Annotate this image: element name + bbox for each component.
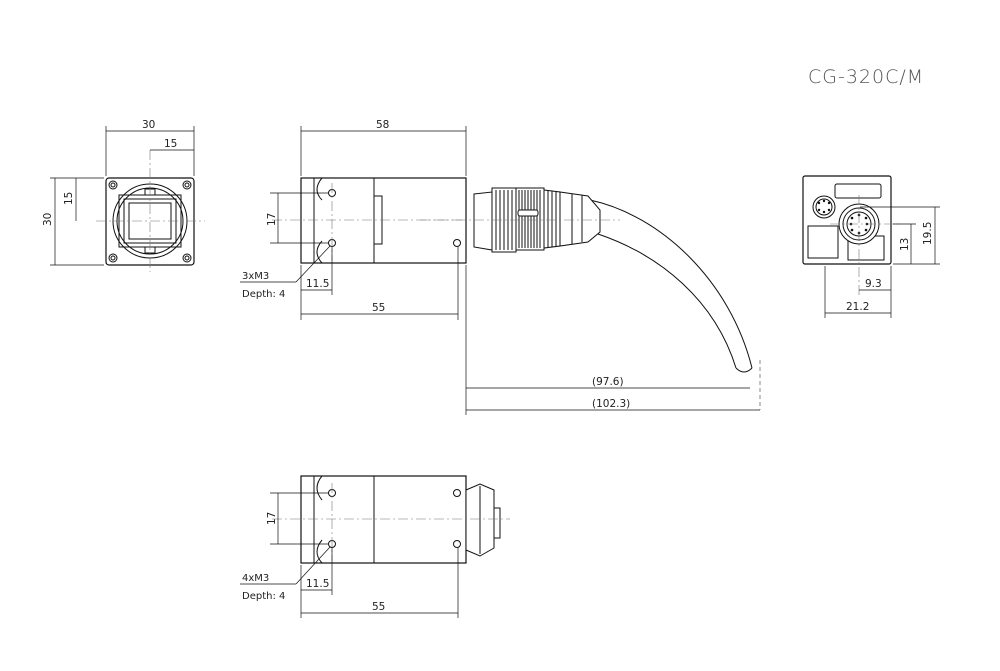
bottom-hole-spec-label: 4xM3 — [242, 573, 269, 584]
front-width-label: 30 — [142, 119, 155, 131]
side-hole-spec-label: 3xM3 — [242, 271, 269, 282]
front-half-height-label: 15 — [63, 192, 75, 205]
front-view: 30 15 30 15 — [42, 119, 205, 272]
drawing-title: CG-320C/M — [808, 66, 924, 88]
bottom-view: 17 11.5 55 4xM3 Depth: 4 — [240, 475, 510, 618]
cable-length-1-label: (97.6) — [592, 376, 624, 388]
side-body-length-label: 55 — [372, 302, 385, 314]
bottom-hole-depth-label: Depth: 4 — [242, 591, 285, 602]
rear-dim-21-2-label: 21.2 — [846, 301, 869, 313]
rear-dim-13-label: 13 — [899, 238, 911, 251]
rear-view: 19.5 13 9.3 21.2 — [802, 175, 940, 318]
side-view: 58 17 11.5 55 (97.6) (102.3) 3xM3 Depth:… — [240, 119, 761, 415]
bottom-body-length-label: 55 — [372, 601, 385, 613]
side-length-label: 58 — [376, 119, 389, 131]
front-height-label: 30 — [42, 213, 54, 226]
front-half-width-label: 15 — [164, 138, 177, 150]
bottom-hole-offset-label: 11.5 — [306, 578, 329, 590]
bottom-height-label: 17 — [266, 512, 278, 525]
side-height-label: 17 — [266, 213, 278, 226]
side-hole-depth-label: Depth: 4 — [242, 289, 285, 300]
rear-dim-9-3-label: 9.3 — [865, 278, 882, 290]
rear-dim-19-5-label: 19.5 — [922, 222, 934, 245]
cable-length-2-label: (102.3) — [592, 398, 630, 410]
side-hole-offset-label: 11.5 — [306, 278, 329, 290]
